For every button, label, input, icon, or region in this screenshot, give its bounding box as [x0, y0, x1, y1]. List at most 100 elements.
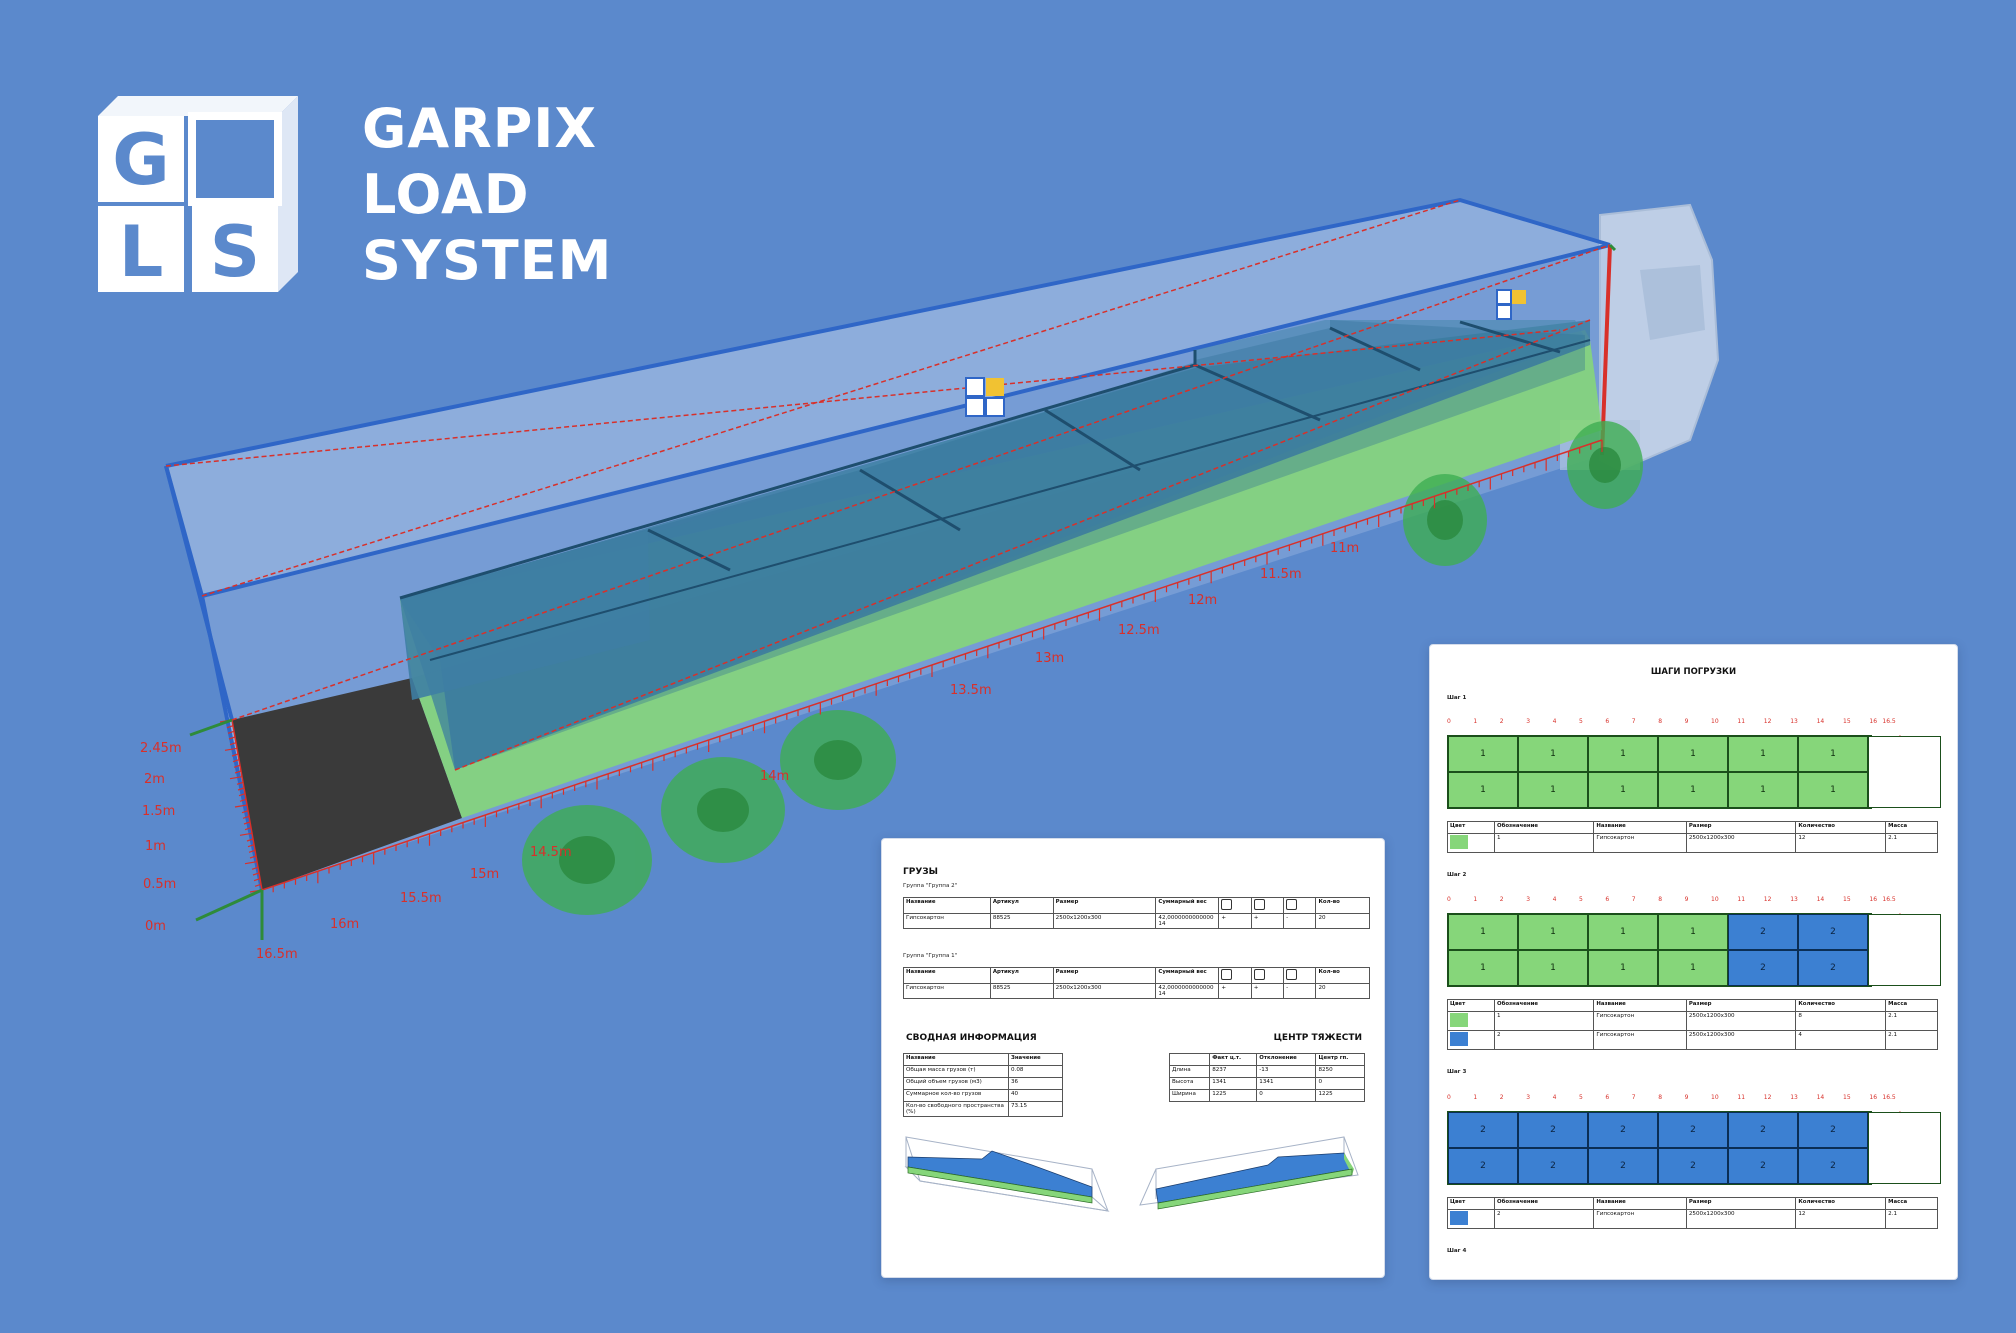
cell: 0: [1256, 1089, 1317, 1102]
plan-cell: 2: [1728, 950, 1798, 986]
cell: 20: [1315, 983, 1370, 999]
load-thumbnail-right: [1139, 1136, 1359, 1210]
ruler-label: 1m: [145, 839, 166, 854]
cell: 1: [1493, 1011, 1595, 1031]
summary-table: Название Значение Общая масса грузов (т)…: [903, 1053, 1063, 1117]
cell: +: [1250, 983, 1285, 999]
ruler-tick: [252, 872, 260, 876]
cell: 40: [1008, 1089, 1063, 1102]
ruler-x-label: 14: [1816, 896, 1825, 903]
ruler-x-label: 16.5: [1882, 718, 1896, 725]
step1-table: Цвет Обозначение Название Размер Количес…: [1447, 821, 1938, 853]
ruler-tick: [248, 849, 256, 853]
brand-line-1: GARPIX: [362, 97, 597, 160]
col-header: Масса: [1885, 999, 1938, 1012]
cargo-title: ГРУЗЫ: [903, 867, 938, 877]
ruler-x-label: 2: [1499, 896, 1504, 903]
ruler-label: 14.5m: [530, 845, 572, 860]
cell: Длина: [1168, 1065, 1211, 1078]
cell: 2500x1200x300: [1052, 983, 1157, 999]
plan-cell: 1: [1448, 772, 1518, 808]
ruler-x-label: 13: [1790, 896, 1798, 903]
ruler-tick: [237, 787, 245, 791]
plan-cell: 1: [1798, 736, 1868, 772]
plan-cell: 1: [1658, 950, 1728, 986]
ruler-label: 0.5m: [143, 877, 176, 892]
cell: 0.08: [1008, 1065, 1063, 1078]
cell: Гипсокартон: [1593, 1209, 1687, 1229]
ruler-x-label: 2: [1499, 718, 1504, 725]
col-header: Количество: [1795, 821, 1887, 834]
color-swatch: [1450, 1211, 1468, 1225]
col-header: [1283, 967, 1317, 984]
ruler-tick: [244, 827, 252, 831]
plan-cell: 2: [1588, 1148, 1658, 1184]
cell: 1341: [1256, 1077, 1317, 1090]
ruler-label: 13.5m: [950, 683, 992, 698]
plan-cell: 1: [1518, 772, 1588, 808]
col-header: [1218, 967, 1252, 984]
ruler-label: 15.5m: [400, 891, 442, 906]
col-header: Суммарный вес: [1155, 897, 1220, 914]
brand-name: GARPIX LOAD SYSTEM: [362, 96, 612, 294]
plan-cell: 1: [1588, 736, 1658, 772]
ruler-x-label: 1: [1473, 1094, 1478, 1101]
color-cell: [1447, 1030, 1495, 1050]
ruler-label: 11.5m: [1260, 567, 1302, 582]
col-header: Название: [903, 897, 991, 914]
col-header: Обозначение: [1493, 1197, 1595, 1210]
col-header: Размер: [1052, 967, 1157, 984]
col-header: [1250, 967, 1285, 984]
ruler-x-label: 15: [1843, 896, 1851, 903]
ruler-tick: [239, 832, 253, 836]
ruler-tick: [226, 725, 234, 729]
cell: Высота: [1168, 1077, 1211, 1090]
group1-label: Группа "Группа 1": [903, 953, 958, 959]
ruler-x-label: 16.5: [1882, 896, 1896, 903]
step2-plan: 1 1 1 1 2 2 1 1 1 1 2 2: [1447, 913, 1941, 987]
ruler-x-label: 12: [1763, 1094, 1772, 1101]
cell: 0: [1315, 1077, 1365, 1090]
ruler-x-label: 3: [1526, 1094, 1531, 1101]
ruler-x-label: 10: [1711, 896, 1719, 903]
ruler-x-label: 10: [1711, 718, 1719, 725]
plan-cell: 1: [1448, 736, 1518, 772]
color-cell: [1447, 1209, 1495, 1229]
ruler-tick: [238, 793, 246, 797]
col-header: Количество: [1795, 1197, 1887, 1210]
cell: -13: [1256, 1065, 1317, 1078]
cell: Суммарное кол-во грузов: [903, 1089, 1009, 1102]
ruler-x-label: 16: [1869, 718, 1878, 725]
ruler-x-label: 9: [1684, 896, 1689, 903]
ruler-x-label: 15: [1843, 1094, 1851, 1101]
cell: 1225: [1209, 1089, 1258, 1102]
color-cell: [1447, 833, 1495, 853]
ruler-x-label: 0: [1447, 896, 1451, 903]
ruler-tick: [246, 838, 254, 842]
ruler-tick: [229, 742, 237, 746]
plan-cell: 2: [1728, 914, 1798, 950]
ruler-tick: [249, 855, 257, 859]
ruler-x-label: 5: [1579, 1094, 1583, 1101]
ruler-x-label: 9: [1684, 718, 1689, 725]
plan-cell: 2: [1728, 1148, 1798, 1184]
plan-cell: 2: [1798, 1112, 1868, 1148]
step2-table: Цвет Обозначение Название Размер Количес…: [1447, 999, 1938, 1050]
cell: 2500x1200x300: [1685, 1209, 1797, 1229]
axis-indicator: [189, 243, 1617, 940]
cell: 2500x1200x300: [1685, 1030, 1797, 1050]
col-header: Обозначение: [1493, 999, 1595, 1012]
ruler-x-label: 6: [1605, 1094, 1610, 1101]
ruler-tick: [242, 815, 250, 819]
plan-cell: 2: [1448, 1148, 1518, 1184]
ruler-tick: [228, 736, 236, 740]
ruler-x-label: 0: [1447, 718, 1451, 725]
cell: +: [1218, 983, 1252, 999]
cell: 2: [1493, 1030, 1595, 1050]
ruler-tick: [234, 804, 248, 808]
ruler-x-label: 2: [1499, 1094, 1504, 1101]
ruler-tick: [254, 883, 262, 887]
